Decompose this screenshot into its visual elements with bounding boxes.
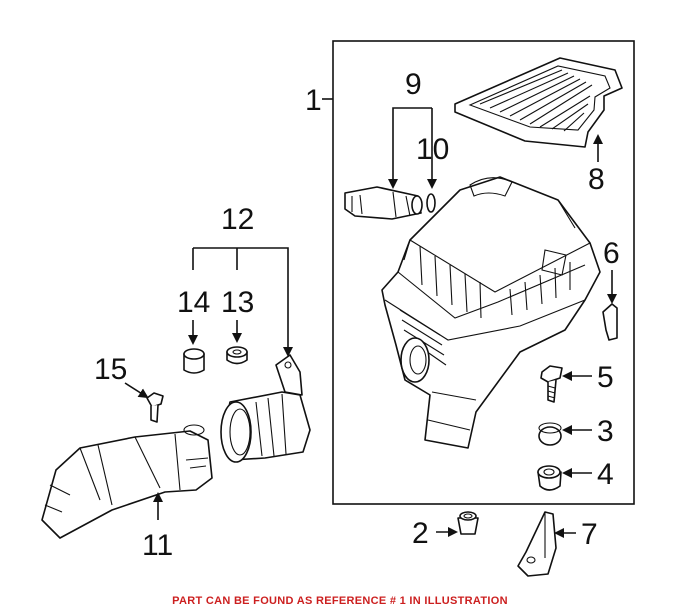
callout-8: 8 [588, 163, 605, 196]
air-cleaner-housing [381, 176, 601, 449]
clip [602, 303, 618, 341]
callout-4: 4 [597, 458, 614, 491]
bolt [540, 365, 563, 403]
callout-2: 2 [412, 517, 429, 550]
callout-5: 5 [597, 361, 614, 394]
callout-9: 9 [405, 68, 422, 101]
intake-hose [220, 354, 311, 463]
callout-14: 14 [177, 286, 210, 319]
footer-note: PART CAN BE FOUND AS REFERENCE # 1 IN IL… [172, 595, 508, 607]
callout-12: 12 [221, 203, 254, 236]
callout-11: 11 [142, 529, 173, 562]
leader-9 [388, 107, 432, 189]
callout-1: 1 [305, 84, 322, 117]
mass-air-flow-sensor [344, 186, 423, 220]
mount-insulator [537, 465, 562, 491]
callout-7: 7 [581, 518, 598, 551]
bushing [226, 346, 248, 365]
callout-15: 15 [94, 353, 127, 386]
lower-grommet [457, 511, 479, 535]
air-filter-element [454, 57, 623, 148]
intake-duct [41, 424, 213, 539]
leader-12 [193, 247, 293, 357]
bracket [517, 511, 557, 577]
seal-ring [426, 193, 436, 213]
collar [183, 348, 205, 374]
assembly-box [332, 40, 635, 505]
callout-3: 3 [597, 415, 614, 448]
grommet [538, 422, 562, 446]
leader-15 [124, 382, 149, 399]
callout-10: 10 [416, 133, 449, 166]
screw [146, 392, 164, 423]
callout-13: 13 [221, 286, 254, 319]
callout-6: 6 [603, 237, 620, 270]
